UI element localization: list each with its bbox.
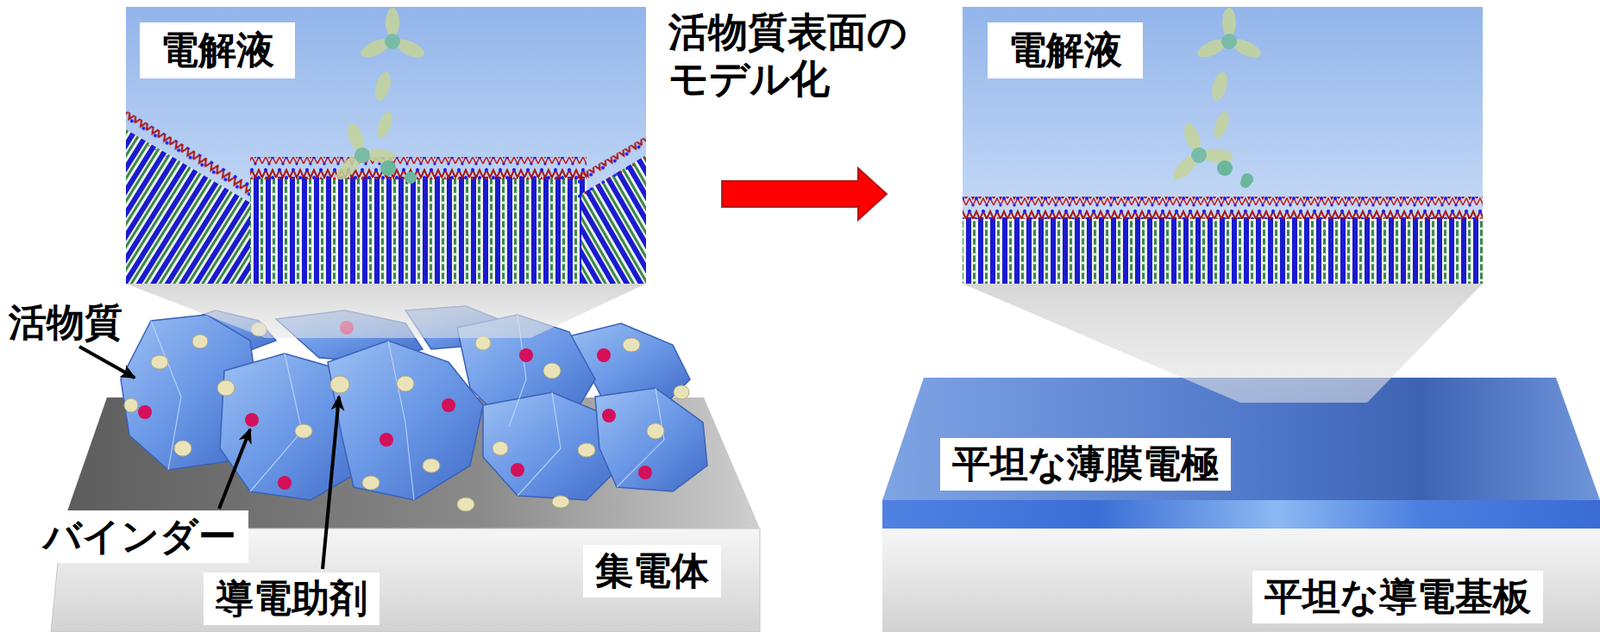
zoom-funnel <box>125 283 647 339</box>
left-zoom-panel <box>125 6 647 284</box>
conductive-additive-blobs <box>124 322 690 512</box>
part-label: 平坦な薄膜電極 <box>940 438 1231 491</box>
leader-arrow <box>219 429 251 509</box>
right-zoom-panel <box>962 6 1483 284</box>
part-label: 集電体 <box>583 545 722 598</box>
block-arrow <box>721 168 887 220</box>
leader-arrow <box>79 346 135 378</box>
part-label: 活物質 <box>8 300 123 346</box>
electrolyte-panel: 電解液 <box>962 6 1483 284</box>
part-label: 平坦な導電基板 <box>1252 570 1544 624</box>
binder-dots <box>138 320 653 490</box>
electrolyte-label: 電解液 <box>987 22 1143 79</box>
zoom-funnel <box>962 283 1483 403</box>
part-label: バインダー <box>31 510 249 564</box>
heading-text: 活物質表面の モデル化 <box>668 8 954 103</box>
electrolyte-label: 電解液 <box>139 22 295 79</box>
thin-film-electrode <box>882 377 1600 632</box>
part-label: 導電助剤 <box>203 572 380 626</box>
electrolyte-panel: 電解液 <box>125 6 647 284</box>
leader-arrow <box>322 396 339 570</box>
